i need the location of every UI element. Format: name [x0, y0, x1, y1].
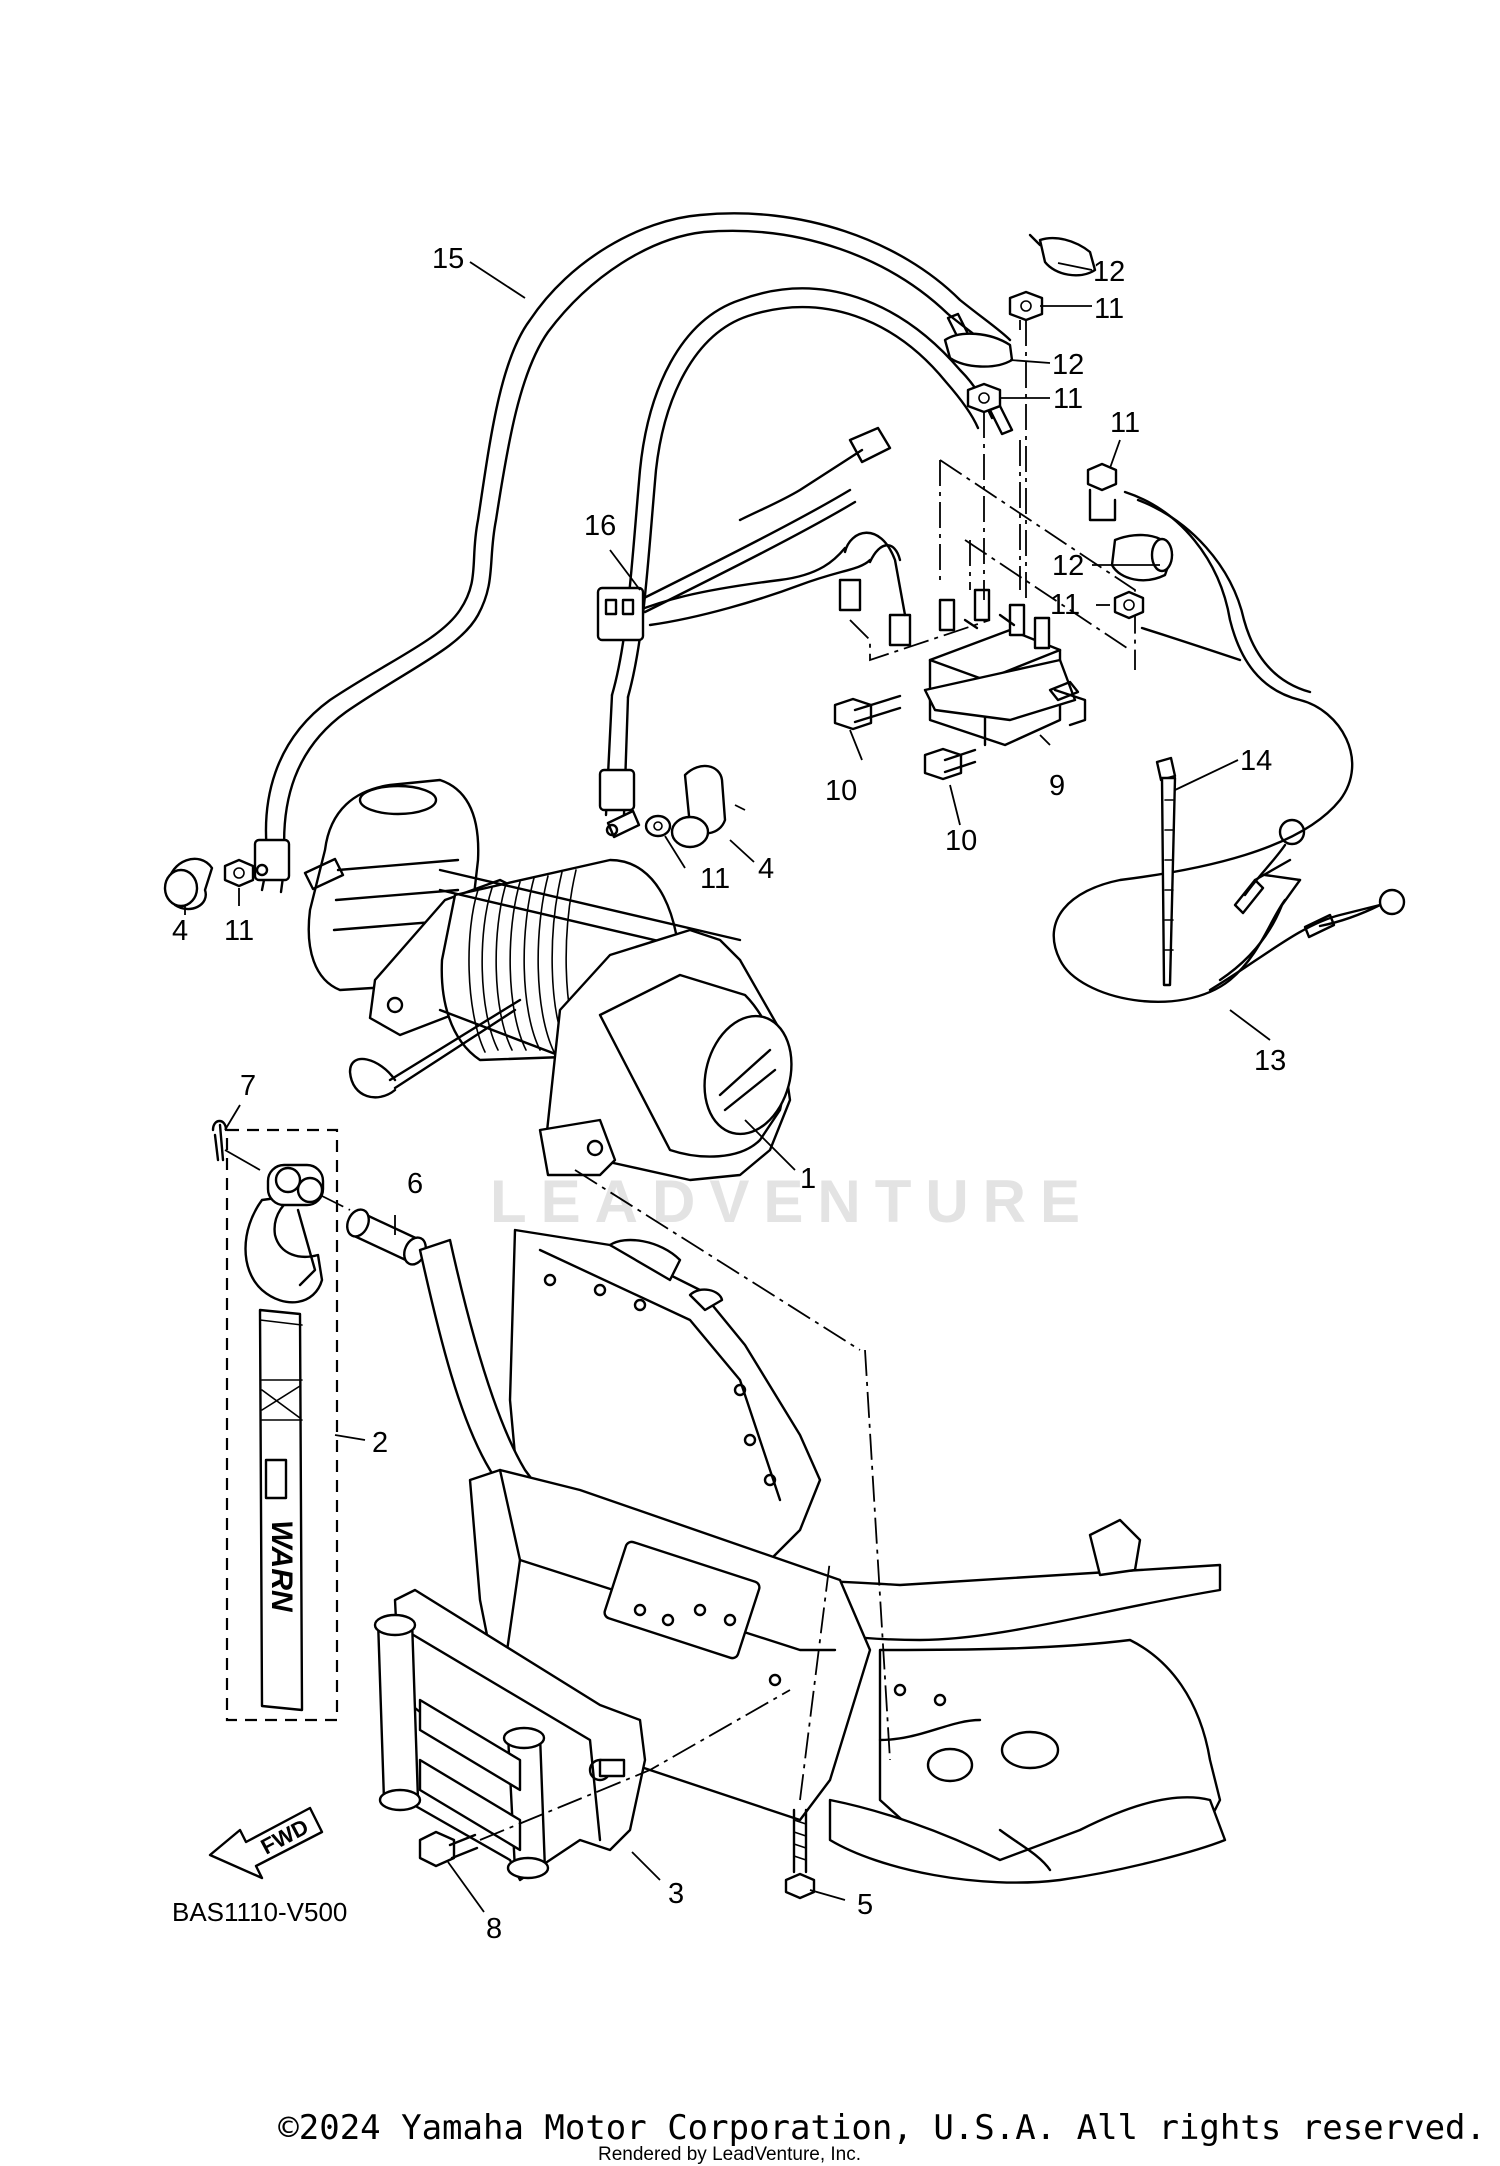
washer-right[interactable]	[644, 814, 672, 838]
nut-left[interactable]	[223, 858, 255, 888]
callout-9[interactable]: 9	[1049, 770, 1065, 802]
callout-12-right[interactable]: 12	[1052, 550, 1084, 582]
terminal-cap-right[interactable]	[670, 764, 727, 849]
callout-4-right[interactable]: 4	[758, 853, 774, 885]
cable-tie-14[interactable]	[1155, 756, 1177, 987]
wire-harness-16[interactable]	[596, 426, 912, 647]
strap-brand: WARN	[265, 1520, 298, 1613]
bolt-10-upper[interactable]	[833, 694, 902, 731]
callout-8[interactable]: 8	[486, 1913, 502, 1945]
fwd-arrow-icon: FWD	[208, 1806, 324, 1880]
callout-12-mid[interactable]: 12	[1052, 349, 1084, 381]
hook-strap-assembly-2[interactable]: WARN	[225, 1128, 339, 1722]
callouts: 1 2 3 4 4 5 6 7 8 9 10 10 11 11 11 11 11…	[172, 243, 1286, 1945]
motor-cable-ends[interactable]	[253, 693, 636, 894]
callout-6[interactable]: 6	[407, 1168, 423, 1200]
bolt-8[interactable]	[418, 1689, 791, 1868]
callout-11-right[interactable]: 11	[1050, 589, 1080, 621]
callout-3[interactable]: 3	[668, 1878, 684, 1910]
rendered-by-notice: Rendered by LeadVenture, Inc.	[598, 2144, 862, 2165]
nut-11-mid[interactable]	[966, 382, 1002, 414]
callout-2[interactable]: 2	[372, 1427, 388, 1459]
relay-guides	[849, 440, 1136, 670]
copyright-notice: ©2024 Yamaha Motor Corporation, U.S.A. A…	[278, 2108, 1486, 2148]
callout-11-mid[interactable]: 11	[1053, 383, 1083, 415]
pin-6[interactable]	[319, 1194, 430, 1268]
callout-1[interactable]: 1	[800, 1163, 816, 1195]
frame-guides	[574, 804, 891, 1761]
nut-11-right-top[interactable]	[1086, 462, 1118, 522]
callout-14[interactable]: 14	[1240, 745, 1272, 777]
diagram-code: BAS1110-V500	[172, 1897, 347, 1927]
callout-16[interactable]: 16	[584, 510, 616, 542]
winch-contactor[interactable]	[923, 588, 1087, 747]
callout-12-top[interactable]: 12	[1093, 256, 1125, 288]
terminal-cap-12-right[interactable]	[1110, 533, 1174, 582]
callout-10-lower[interactable]: 10	[945, 825, 977, 857]
callout-7[interactable]: 7	[240, 1070, 256, 1102]
callout-11-motor[interactable]: 11	[700, 863, 730, 895]
nut-11-right[interactable]	[1113, 590, 1145, 620]
cable-15[interactable]	[264, 212, 1014, 864]
callout-13[interactable]: 13	[1254, 1045, 1286, 1077]
callout-11-top[interactable]: 11	[1094, 293, 1124, 325]
bolt-10-lower[interactable]	[923, 747, 977, 781]
callout-11-upper-right[interactable]: 11	[1110, 407, 1140, 439]
terminal-cap-12-mid[interactable]	[943, 332, 1014, 368]
terminal-cap-left[interactable]	[163, 857, 214, 911]
front-bumper-frame	[418, 1228, 1227, 1884]
callout-10-upper[interactable]: 10	[825, 775, 857, 807]
callout-4-left[interactable]: 4	[172, 915, 188, 947]
callout-5[interactable]: 5	[857, 1889, 873, 1921]
leader-lines	[184, 261, 1271, 1913]
nut-11-top[interactable]	[1008, 290, 1044, 322]
stud-guides	[983, 320, 1027, 600]
roller-fairlead-3[interactable]	[373, 1588, 647, 1882]
winch-assembly[interactable]	[303, 778, 804, 1182]
terminal-cap-12-top[interactable]	[1028, 233, 1097, 277]
callout-11-left[interactable]: 11	[224, 915, 254, 947]
callout-15[interactable]: 15	[432, 243, 464, 275]
watermark: LEADVENTURE	[490, 1168, 1094, 1235]
cable-13[interactable]	[1052, 490, 1406, 1003]
cotter-pin-7[interactable]	[211, 1119, 261, 1171]
